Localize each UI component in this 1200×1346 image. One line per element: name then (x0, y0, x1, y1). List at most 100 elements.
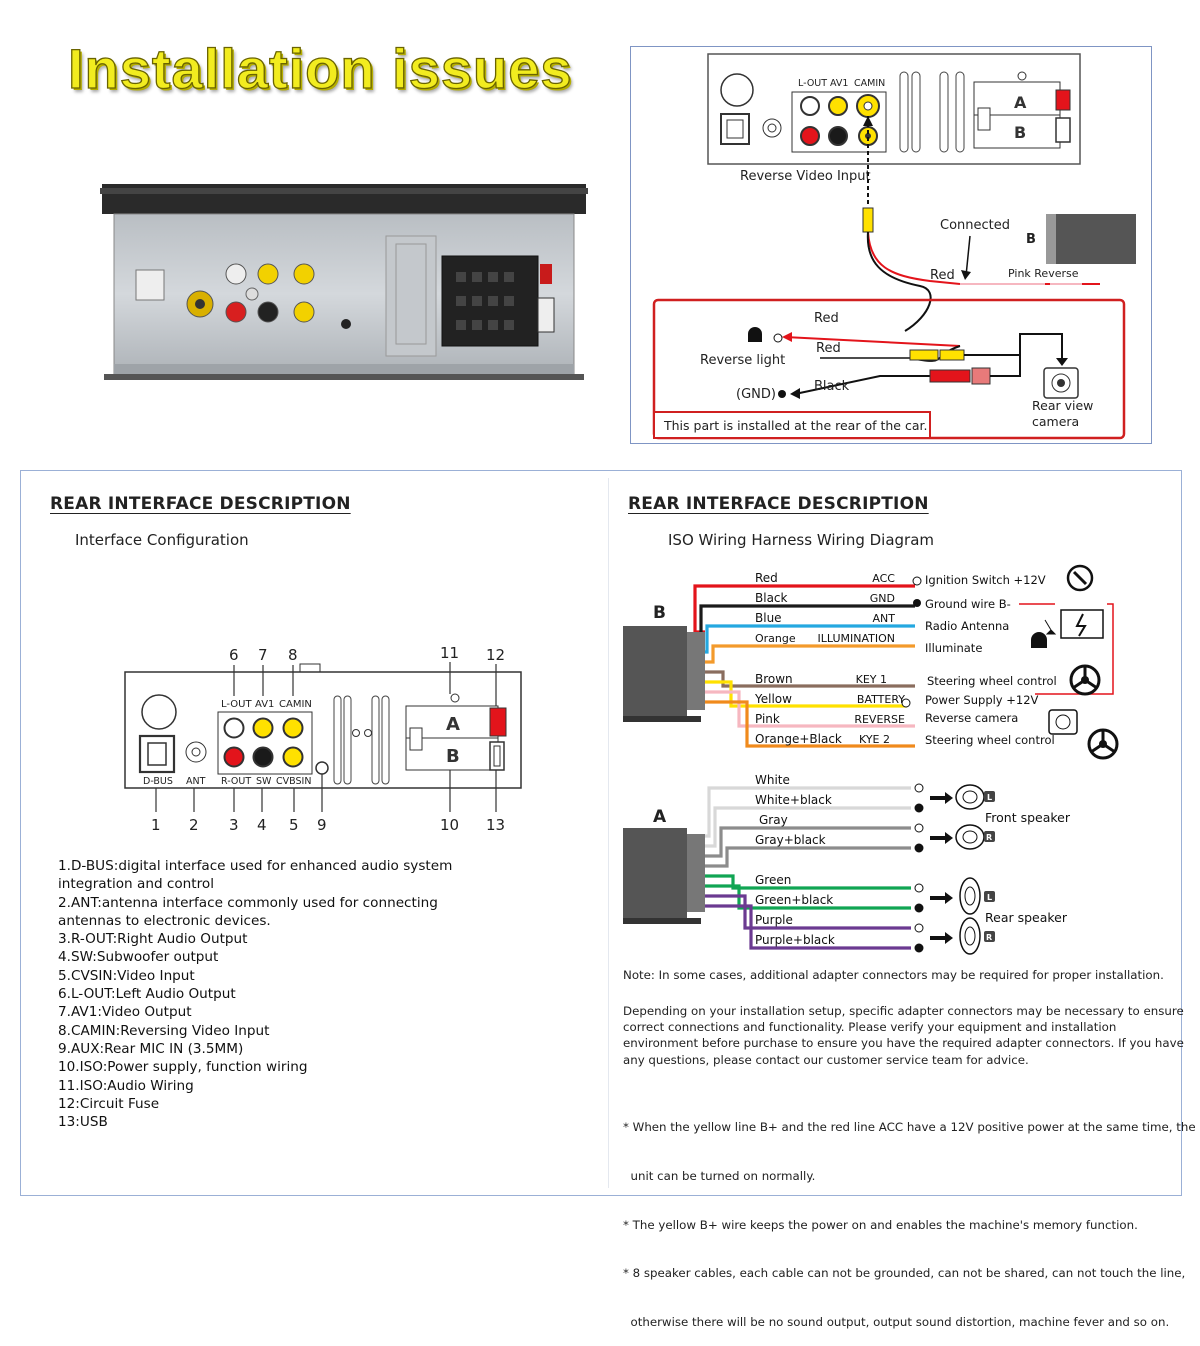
note-line: otherwise there will be no sound output,… (623, 1314, 1170, 1329)
note-line: * The yellow B+ wire keeps the power on … (623, 1217, 1138, 1232)
red-wire-label-1: Red (930, 268, 955, 283)
wire-color-label: Orange (755, 632, 796, 645)
pink-reverse-label: Pink Reverse (1008, 267, 1079, 280)
arrow-icon (930, 832, 953, 844)
wire-function-label: BATTERY (857, 693, 905, 706)
description-line: antennas to electronic devices. (58, 912, 271, 929)
note-line: unit can be turned on normally. (623, 1169, 816, 1184)
wire-target-label: Steering wheel control (925, 733, 1055, 747)
note-line: * When the yellow line B+ and the red li… (623, 1120, 1196, 1135)
wire-target-label: Radio Antenna (925, 619, 1009, 633)
reverse-light-label: Reverse light (700, 353, 785, 368)
wire-color-label: Blue (755, 611, 782, 625)
wire-function-label: ACC (872, 572, 895, 585)
iso-b-label: B (446, 746, 460, 767)
description-line: 6.L-OUT:Left Audio Output (58, 986, 236, 1003)
speaker-r-badge: R (986, 933, 992, 942)
note-line: any questions, please contact our custom… (623, 1052, 1029, 1067)
wire-color-label: Pink (755, 712, 780, 726)
interface-descriptions: 1.D-BUS:digital interface used for enhan… (58, 857, 452, 1131)
wire-color-label: Yellow (754, 692, 792, 706)
callout-2: 2 (189, 816, 199, 834)
callout-8: 8 (288, 646, 298, 664)
callout-1: 1 (151, 816, 161, 834)
left-subheading: Interface Configuration (75, 531, 249, 549)
page-title: Installation issues (67, 36, 573, 100)
steering-wheel-icon (1069, 664, 1101, 696)
arrow-icon (930, 892, 953, 904)
rear-view-camera-label-2: camera (1032, 414, 1079, 429)
callout-6: 6 (229, 646, 239, 664)
speaker-wire-green (705, 874, 911, 890)
description-line: 10.ISO:Power supply, function wiring (58, 1059, 308, 1076)
rear-view-camera-label-1: Rear view (1032, 398, 1093, 413)
port-lout-label: L-OUT (798, 78, 827, 89)
label-camin: CAMIN (279, 699, 312, 710)
connector-b-label: B (653, 603, 666, 623)
panel-divider (608, 478, 609, 1188)
reverse-camera-diagram: L-OUT AV1 CAMIN A B Reverse Video Input … (652, 53, 1136, 440)
speaker-wire-label: Purple+black (755, 933, 835, 947)
wire-orange-black (705, 700, 915, 748)
wire-function-label: ANT (873, 612, 896, 625)
wire-yellow (705, 680, 907, 708)
callout-12: 12 (486, 646, 505, 664)
callout-4: 4 (257, 816, 267, 834)
steering-wheel-icon (1087, 728, 1119, 760)
description-line: 5.CVSIN:Video Input (58, 967, 195, 984)
note-line: correct connections and functionality. P… (623, 1020, 1117, 1035)
rear-speaker-icon (959, 877, 981, 955)
speaker-wire-purple-black (705, 904, 911, 950)
note-line: Depending on your installation setup, sp… (623, 1004, 1184, 1018)
wire-color-label: Orange+Black (755, 732, 842, 746)
label-ant: ANT (186, 776, 206, 787)
iso-wiring-diagram: B A Red Black Blue Orange Brown Yellow P… (623, 564, 1119, 955)
description-line: 12:Circuit Fuse (58, 1095, 160, 1112)
antenna-icon (1044, 619, 1057, 635)
speaker-wire-white (705, 786, 911, 838)
description-line: integration and control (58, 876, 215, 893)
wire-blue (705, 624, 915, 654)
negative-terminal (914, 903, 924, 913)
callout-13: 13 (486, 816, 505, 834)
speaker-wire-purple (705, 894, 911, 930)
wire-target-label: Illuminate (925, 641, 982, 655)
wire-target-label: Reverse camera (925, 711, 1018, 725)
speaker-wire-white-black (705, 806, 911, 848)
speaker-wire-gray (705, 826, 911, 858)
note-adapter: Note: In some cases, additional adapter … (623, 968, 1164, 982)
wire-color-label: Black (755, 591, 788, 605)
connected-label: Connected (940, 218, 1010, 233)
red-wire-label-2: Red (814, 311, 839, 326)
positive-terminal (914, 883, 924, 893)
arrow-icon (930, 932, 953, 944)
wire-orange (705, 644, 915, 664)
gnd-label: (GND) (736, 387, 776, 402)
speaker-wire-label: Green (755, 873, 791, 887)
description-line: 11.ISO:Audio Wiring (58, 1077, 194, 1094)
wire-function-label: REVERSE (854, 713, 905, 726)
description-line: 9.AUX:Rear MIC IN (3.5MM) (58, 1040, 244, 1057)
label-sw: SW (256, 776, 272, 787)
speaker-r-badge: R (986, 833, 992, 842)
callout-7: 7 (258, 646, 268, 664)
red-wire-label-3: Red (816, 341, 841, 356)
negative-terminal (914, 803, 924, 813)
speaker-wire-label: Gray (759, 813, 788, 827)
arrow-icon (930, 792, 953, 804)
callout-10: 10 (440, 816, 459, 834)
note-line: * 8 speaker cables, each cable can not b… (623, 1266, 1186, 1281)
callout-11: 11 (440, 644, 459, 662)
port-av1-label: AV1 (830, 78, 848, 89)
callout-9: 9 (317, 816, 327, 834)
wire-brown (705, 670, 915, 688)
negative-terminal (914, 843, 924, 853)
speaker-wire-label: Gray+black (755, 833, 826, 847)
wire-function-label: KEY 1 (856, 673, 887, 686)
speaker-wire-gray-black (705, 846, 911, 868)
connector-a-label: A (653, 807, 667, 827)
note-line: environment before purchase to ensure yo… (623, 1036, 1184, 1051)
wire-function-label: ILLUMINATION (818, 632, 896, 645)
wire-target-label: Ignition Switch +12V (925, 573, 1046, 587)
label-av1: AV1 (255, 699, 274, 710)
